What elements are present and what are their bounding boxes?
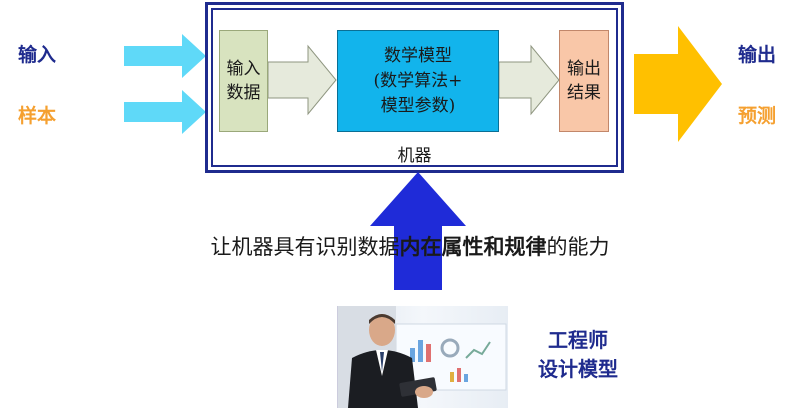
input-arrow-top bbox=[124, 34, 206, 78]
model-line2: (数学算法+ bbox=[373, 70, 463, 91]
output-result-line1: 输出 bbox=[567, 59, 601, 79]
output-label: 输出 bbox=[738, 44, 777, 66]
input-data-line2: 数据 bbox=[226, 83, 261, 103]
output-result-box: 输出 结果 bbox=[559, 30, 609, 132]
model-line1: 数学模型 bbox=[383, 45, 452, 66]
engineer-line2: 设计模型 bbox=[538, 357, 618, 381]
caption-part1: 让机器具有识别数据 bbox=[210, 235, 400, 259]
caption-part3: 的能力 bbox=[546, 235, 610, 259]
gray-arrow-2 bbox=[499, 44, 560, 116]
caption: 让机器具有识别数据内在属性和规律的能力 bbox=[140, 231, 680, 261]
output-arrow bbox=[634, 26, 722, 142]
input-label: 输入 bbox=[18, 44, 57, 66]
engineer-line1: 工程师 bbox=[548, 328, 608, 352]
input-data-line1: 输入 bbox=[226, 59, 261, 79]
engineer-label: 工程师 设计模型 bbox=[518, 326, 638, 384]
input-arrow-bottom bbox=[124, 90, 206, 134]
gray-arrow-1 bbox=[268, 44, 337, 116]
prediction-label: 预测 bbox=[738, 105, 777, 127]
engineer-photo bbox=[337, 306, 508, 408]
machine-label: 机器 bbox=[397, 146, 432, 166]
caption-part2: 内在属性和规律 bbox=[399, 235, 547, 259]
output-result-line2: 结果 bbox=[567, 83, 601, 103]
model-line3: 模型参数) bbox=[380, 95, 456, 116]
input-data-box: 输入 数据 bbox=[219, 30, 268, 132]
input-arrows bbox=[124, 34, 206, 134]
upward-arrow bbox=[370, 172, 466, 290]
math-model-box: 数学模型 (数学算法+ 模型参数) bbox=[337, 30, 499, 132]
sample-label: 样本 bbox=[18, 105, 57, 127]
